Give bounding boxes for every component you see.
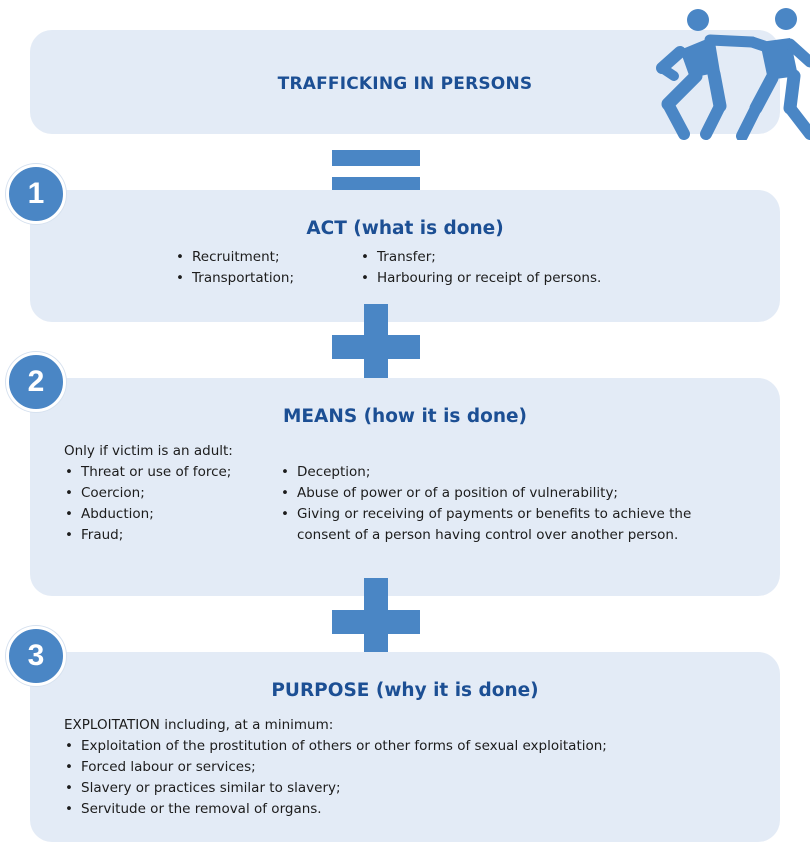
list-item: Exploitation of the prostitution of othe… (64, 736, 607, 757)
means-list-right: Deception; Abuse of power or of a positi… (280, 462, 691, 546)
means-intro: Only if victim is an adult: (64, 443, 233, 459)
section-number-2: 2 (6, 352, 66, 412)
purpose-box: PURPOSE (why it is done) EXPLOITATION in… (30, 652, 780, 842)
list-item: Forced labour or services; (64, 757, 607, 778)
list-item: Deception; (280, 462, 691, 483)
list-item: Abduction; (64, 504, 231, 525)
list-item: Recruitment; (175, 247, 294, 268)
equals-bar-top (332, 150, 420, 166)
list-item: Slavery or practices similar to slavery; (64, 778, 607, 799)
section-number-3: 3 (6, 626, 66, 686)
list-item: Transfer; (360, 247, 601, 268)
act-box: ACT (what is done) Recruitment; Transpor… (30, 190, 780, 322)
act-list-left: Recruitment; Transportation; (175, 247, 294, 289)
list-item: Servitude or the removal of organs. (64, 799, 607, 820)
section-number-1: 1 (6, 164, 66, 224)
equals-bar-bottom (332, 177, 420, 193)
title-box: TRAFFICKING IN PERSONS (30, 30, 780, 134)
means-list-left: Threat or use of force; Coercion; Abduct… (64, 462, 231, 546)
diagram-title: TRAFFICKING IN PERSONS (277, 74, 533, 94)
act-heading: ACT (what is done) (306, 218, 504, 239)
means-heading: MEANS (how it is done) (282, 406, 528, 427)
list-item: Giving or receiving of payments or benef… (280, 504, 691, 525)
list-item: Fraud; (64, 525, 231, 546)
act-list-right: Transfer; Harbouring or receipt of perso… (360, 247, 601, 289)
list-item: Abuse of power or of a position of vulne… (280, 483, 691, 504)
two-people-pulling-icon (656, 8, 810, 140)
list-item: Coercion; (64, 483, 231, 504)
plus-horizontal-bar (332, 335, 420, 359)
list-item: Threat or use of force; (64, 462, 231, 483)
plus-horizontal-bar (332, 610, 420, 634)
purpose-intro: EXPLOITATION including, at a minimum: (64, 717, 334, 733)
list-item: Harbouring or receipt of persons. (360, 268, 601, 289)
list-item-continuation: consent of a person having control over … (297, 527, 679, 543)
means-box: MEANS (how it is done) Only if victim is… (30, 378, 780, 596)
list-item: Transportation; (175, 268, 294, 289)
purpose-heading: PURPOSE (why it is done) (271, 680, 539, 701)
purpose-list: Exploitation of the prostitution of othe… (64, 736, 607, 820)
